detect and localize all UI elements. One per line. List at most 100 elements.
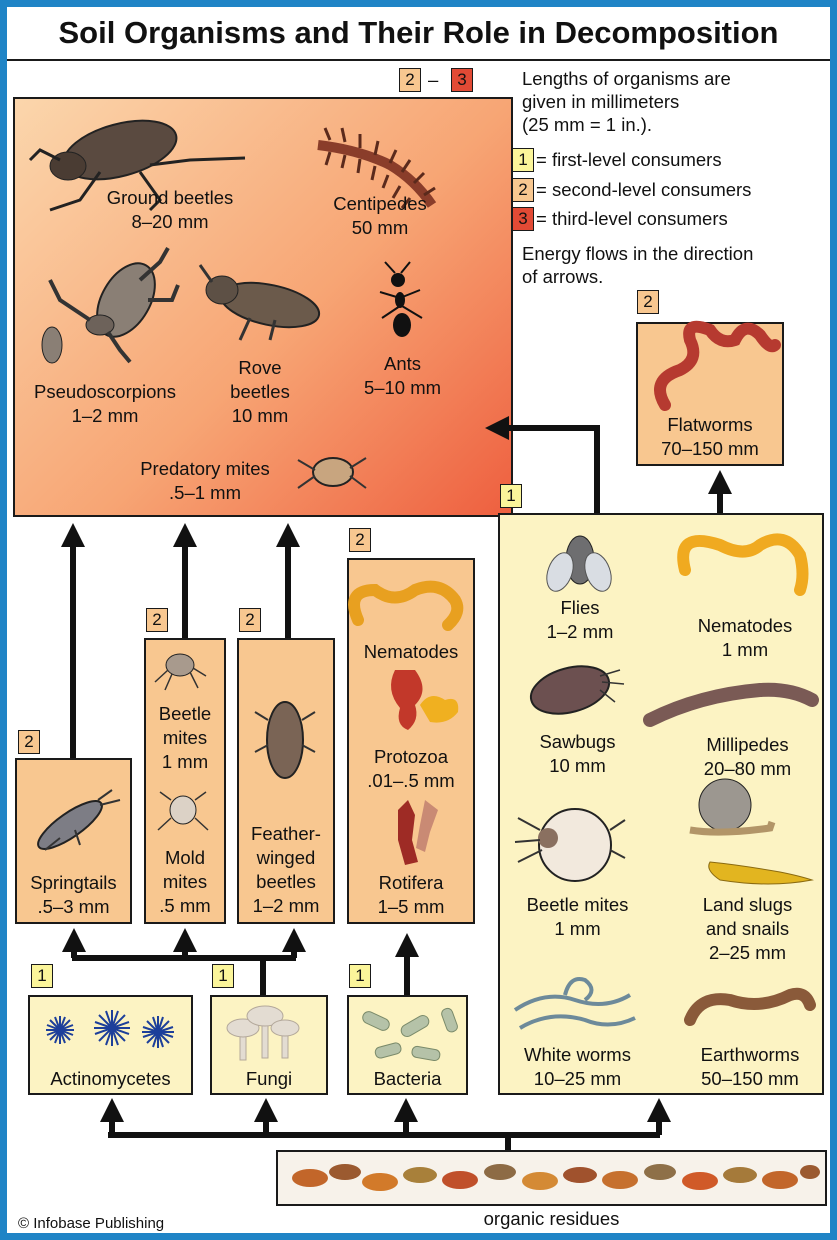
beetle-mites-name2: mites [144,726,226,750]
rove-beetles-name1: Rove [215,356,305,380]
feather-winged-name3: beetles [237,870,335,894]
sawbug-icon [526,658,624,721]
centipedes-size: 50 mm [320,216,440,240]
predatory-mite-icon [298,458,366,488]
fungi-icon [227,1006,299,1060]
beetle-mites-first-label: Beetle mites 1 mm [505,893,650,941]
legend-badge-1: 1 [512,148,534,172]
earthworms-name: Earthworms [680,1043,820,1067]
first-level-badge: 1 [500,484,522,508]
ants-size: 5–10 mm [355,376,450,400]
flatworms-badge: 2 [637,290,659,314]
nematodes-first-name: Nematodes [680,614,810,638]
millipedes-name: Millipedes [680,733,815,757]
beetle-mite-icon [155,654,206,690]
fly-icon [542,536,616,595]
springtails-size: .5–3 mm [15,895,132,919]
ground-beetles-label: Ground beetles 8–20 mm [85,186,255,234]
flatworm-icon [660,327,775,405]
land-slugs-label: Land slugs and snails 2–25 mm [680,893,815,965]
ants-name: Ants [355,352,450,376]
millipedes-label: Millipedes 20–80 mm [680,733,815,781]
earthworms-label: Earthworms 50–150 mm [680,1043,820,1091]
micro-fauna-badge: 2 [349,528,371,552]
feather-winged-name2: winged [237,846,335,870]
rotifera-size: 1–5 mm [347,895,475,919]
sawbugs-size: 10 mm [515,754,640,778]
centipedes-label: Centipedes 50 mm [320,192,440,240]
feather-winged-size: 1–2 mm [237,894,335,918]
micro-nematodes-label: Nematodes [347,640,475,664]
rove-beetles-name2: beetles [215,380,305,404]
legend-lengths-line1: Lengths of organisms are [522,67,731,90]
beetle-mites-first-size: 1 mm [505,917,650,941]
predatory-mites-size: .5–1 mm [120,481,290,505]
ground-beetles-name: Ground beetles [85,186,255,210]
leaf-litter-icon [292,1164,820,1191]
centipedes-name: Centipedes [320,192,440,216]
actinomycetes-badge: 1 [31,964,53,988]
actinomycetes-icon [46,1010,174,1048]
protozoa-name: Protozoa [347,745,475,769]
white-worms-size: 10–25 mm [505,1067,650,1091]
rotifera-icon [398,800,438,865]
pseudoscorpions-name: Pseudoscorpions [20,380,190,404]
white-worm-icon [515,979,635,1028]
mold-mites-name2: mites [144,870,226,894]
rove-beetles-label: Rove beetles 10 mm [215,356,305,428]
millipedes-size: 20–80 mm [680,757,815,781]
flies-label: Flies 1–2 mm [520,596,640,644]
ant-icon [380,262,422,337]
bacteria-icon [361,1007,459,1061]
nematodes-first-label: Nematodes 1 mm [680,614,810,662]
white-worms-name: White worms [505,1043,650,1067]
predatory-mites-name: Predatory mites [120,457,290,481]
mold-mite-icon [158,792,208,830]
land-slugs-size: 2–25 mm [680,941,815,965]
flatworms-name: Flatworms [640,413,780,437]
rotifera-name: Rotifera [347,871,475,895]
beetle-mites-name1: Beetle [144,702,226,726]
land-slugs-name1: Land slugs [680,893,815,917]
protozoa-size: .01–.5 mm [347,769,475,793]
legend-energy-line2: of arrows. [522,265,603,288]
feather-winged-name1: Feather- [237,822,335,846]
ants-label: Ants 5–10 mm [355,352,450,400]
rove-beetles-size: 10 mm [215,404,305,428]
earthworm-icon [690,994,810,1020]
predator-badge-3: 3 [451,68,473,92]
fungi-label: Fungi [210,1067,328,1091]
springtails-name: Springtails [15,871,132,895]
millipede-icon [650,690,812,720]
earthworms-size: 50–150 mm [680,1067,820,1091]
springtail-icon [32,790,120,857]
mold-mites-size: .5 mm [144,894,226,918]
legend-energy-line1: Energy flows in the direction [522,242,753,265]
credit-text: © Infobase Publishing [18,1212,164,1235]
legend-level3-text: = third-level consumers [536,207,728,230]
pseudoscorpions-size: 1–2 mm [20,404,190,428]
land-slugs-name2: and snails [680,917,815,941]
pseudoscorpion-icon [42,248,178,363]
mites-badge: 2 [146,608,168,632]
snail-icon [690,779,772,832]
feather-winged-label: Feather- winged beetles 1–2 mm [237,822,335,918]
actinomycetes-label: Actinomycetes [28,1067,193,1091]
legend-lengths-line3: (25 mm = 1 in.). [522,113,652,136]
protozoa-icon [391,670,458,730]
springtails-badge: 2 [18,730,40,754]
fungi-badge: 1 [212,964,234,988]
sawbugs-name: Sawbugs [515,730,640,754]
pseudoscorpions-label: Pseudoscorpions 1–2 mm [20,380,190,428]
legend-level1-text: = first-level consumers [536,148,722,171]
slug-icon [709,862,812,884]
legend-level2-text: = second-level consumers [536,178,751,201]
white-worms-label: White worms 10–25 mm [505,1043,650,1091]
protozoa-label: Protozoa .01–.5 mm [347,745,475,793]
bacteria-badge: 1 [349,964,371,988]
legend-lengths-line2: given in millimeters [522,90,679,113]
legend-badge-2: 2 [512,178,534,202]
nematode-icon-first [683,539,802,590]
ground-beetles-size: 8–20 mm [85,210,255,234]
bacteria-label: Bacteria [347,1067,468,1091]
